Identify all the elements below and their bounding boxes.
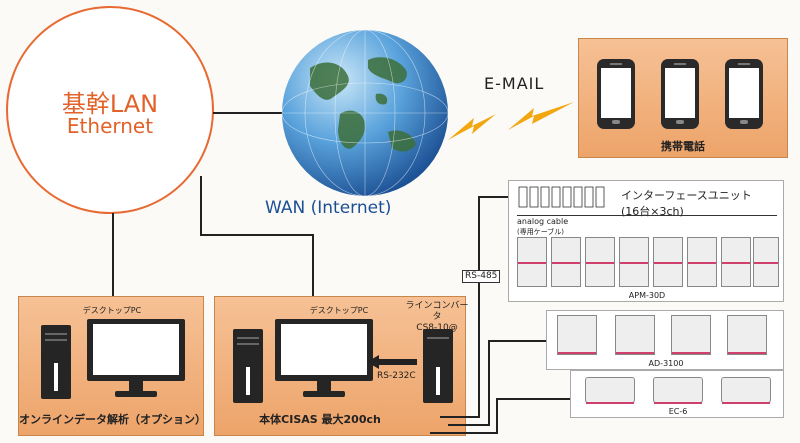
- interface-unit-subtitle: (16台×3ch): [621, 205, 684, 218]
- lan-wan-link: [213, 112, 283, 114]
- rs485-line: [478, 196, 480, 416]
- pc-left-header: デスクトップPC: [82, 306, 142, 315]
- monitor-base: [115, 391, 157, 397]
- pc-left-panel: デスクトップPC オンラインデータ解析（オプション）: [18, 296, 206, 436]
- smartphone-icon: [725, 59, 763, 129]
- ec-model-label: EC-6: [668, 407, 688, 416]
- rs485-line-bottom: [440, 416, 480, 418]
- converter-line1: ラインコンバータ: [405, 301, 469, 322]
- rs232c-label: RS-232C: [377, 371, 416, 381]
- lan-title-jp: 基幹LAN: [61, 90, 159, 118]
- rs485-line-top: [478, 196, 508, 198]
- analog-cable-note: (専用ケーブル): [517, 228, 565, 236]
- lan-pc-main-link-v1: [200, 176, 202, 236]
- apm-panel: インターフェースユニット (16台×3ch) analog cable (専用ケ…: [508, 180, 784, 302]
- desktop-tower-icon: [41, 325, 71, 399]
- monitor-stand: [317, 381, 331, 391]
- interface-unit-title: インターフェースユニット: [621, 189, 752, 202]
- pc-main-panel: デスクトップPC RS-232C ラインコンバータ CS8-10@ 本体CISA…: [214, 296, 469, 436]
- rs485-line-2-bottom: [448, 424, 490, 426]
- apm-model-label: APM-30D: [628, 291, 666, 300]
- mobile-caption: 携帯電話: [661, 140, 705, 153]
- rs485-line-3: [496, 398, 498, 432]
- wan-label: WAN (Internet): [265, 198, 392, 218]
- mobile-panel: [578, 38, 788, 158]
- analog-cable-line: [517, 215, 777, 216]
- line-converter-icon: [423, 329, 453, 403]
- rs485-line-3-top: [496, 398, 570, 400]
- lan-pc-left-link: [112, 213, 114, 296]
- monitor-base: [303, 391, 345, 397]
- lightning-bolt-icon: [448, 102, 574, 140]
- rs485-line-3-bottom: [430, 432, 498, 434]
- monitor-stand: [129, 381, 143, 391]
- ad-model-label: AD-3100: [648, 359, 684, 368]
- converter-line2: CS8-10@: [416, 323, 458, 333]
- lan-title-en: Ethernet: [66, 114, 154, 138]
- smartphone-icon: [597, 59, 635, 129]
- monitor-icon: [87, 319, 185, 381]
- ec-panel: EC-6: [570, 370, 784, 418]
- converter-label: ラインコンバータ CS8-10@: [405, 301, 469, 334]
- pc-main-caption: 本体CISAS 最大200ch: [259, 413, 381, 426]
- arrow-left-icon: [367, 355, 417, 369]
- ad-panel: AD-3100: [546, 310, 784, 370]
- lan-circle: [6, 6, 214, 214]
- lan-pc-main-link-v2: [312, 234, 314, 296]
- smartphone-icon: [661, 59, 699, 129]
- lan-pc-main-link-h: [200, 234, 314, 236]
- pc-left-caption: オンラインデータ解析（オプション）: [19, 413, 206, 426]
- pc-main-header: デスクトップPC: [309, 306, 369, 315]
- globe-icon: [281, 29, 449, 197]
- analog-cable-label: analog cable: [517, 217, 569, 226]
- interface-unit-icon: [518, 186, 605, 208]
- rs485-line-2: [488, 340, 490, 424]
- rs485-label: RS-485: [462, 270, 501, 283]
- monitor-icon: [275, 319, 373, 381]
- email-label: E-MAIL: [484, 74, 545, 93]
- desktop-tower-icon: [233, 329, 263, 403]
- rs485-line-2-top: [488, 340, 546, 342]
